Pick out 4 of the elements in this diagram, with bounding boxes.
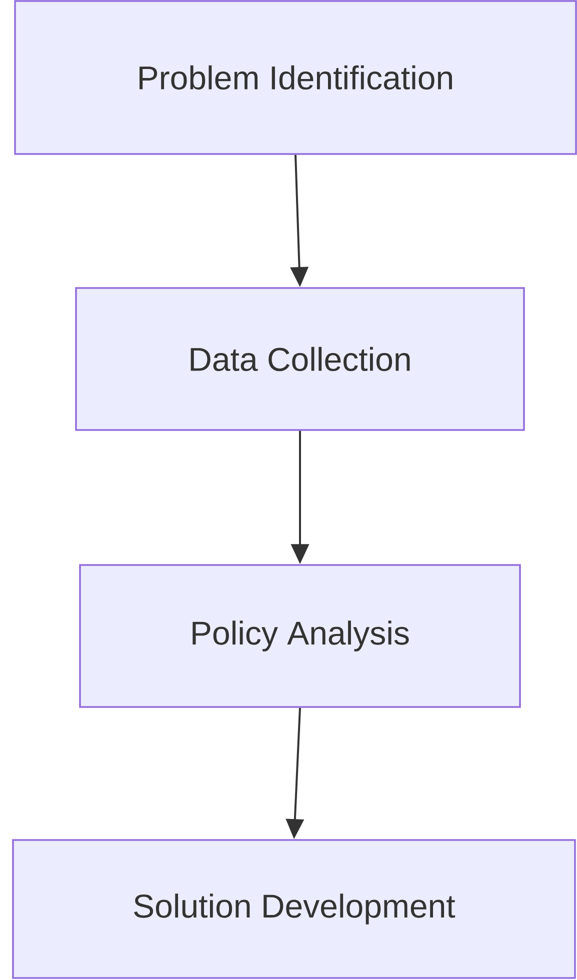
process-box: Solution Development [12,839,576,979]
process-box: Data Collection [75,287,525,431]
process-box: Policy Analysis [79,564,521,708]
process-box: Problem Identification [14,0,577,155]
